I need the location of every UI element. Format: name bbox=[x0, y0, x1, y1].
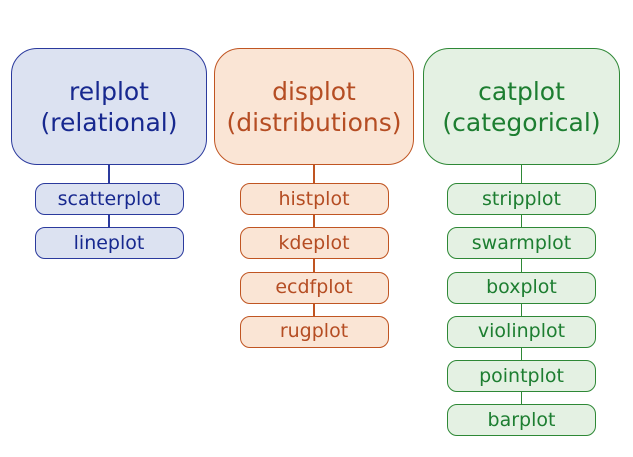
connector-line bbox=[108, 215, 110, 228]
item-label: swarmplot bbox=[471, 231, 572, 254]
item-ecdfplot: ecdfplot bbox=[239, 271, 389, 304]
header-relplot: relplot (relational) bbox=[11, 48, 207, 165]
item-kdeplot: kdeplot bbox=[239, 227, 389, 260]
header-displot-line2: (distributions) bbox=[226, 107, 402, 137]
connector-line bbox=[520, 165, 523, 183]
connector-line bbox=[108, 165, 110, 183]
item-barplot: barplot bbox=[447, 404, 596, 437]
item-label: barplot bbox=[487, 408, 556, 431]
connector-line bbox=[520, 392, 523, 405]
item-swarmplot: swarmplot bbox=[447, 227, 596, 260]
header-displot-line1: displot bbox=[272, 76, 356, 106]
column-distributions: displot (distributions) histplot kdeplot… bbox=[214, 48, 414, 348]
item-label: boxplot bbox=[486, 276, 557, 299]
header-catplot-line1: catplot bbox=[478, 76, 565, 106]
header-catplot-line2: (categorical) bbox=[442, 107, 601, 137]
header-catplot: catplot (categorical) bbox=[423, 48, 620, 165]
item-scatterplot: scatterplot bbox=[34, 183, 184, 215]
item-label: pointplot bbox=[479, 364, 564, 387]
item-lineplot: lineplot bbox=[34, 227, 184, 260]
item-label: violinplot bbox=[477, 320, 566, 343]
item-stripplot: stripplot bbox=[447, 183, 596, 215]
item-label: kdeplot bbox=[278, 231, 350, 254]
item-pointplot: pointplot bbox=[447, 360, 596, 393]
header-relplot-line2: (relational) bbox=[40, 107, 178, 137]
item-histplot: histplot bbox=[239, 183, 389, 215]
connector-line bbox=[313, 215, 315, 228]
item-label: ecdfplot bbox=[275, 276, 353, 299]
column-relational: relplot (relational) scatterplot lineplo… bbox=[11, 48, 207, 260]
item-rugplot: rugplot bbox=[239, 315, 389, 348]
connector-line bbox=[313, 259, 315, 272]
item-label: rugplot bbox=[279, 320, 349, 343]
connector-line bbox=[520, 303, 523, 316]
item-label: scatterplot bbox=[57, 187, 161, 210]
connector-line bbox=[520, 347, 523, 361]
connector-line bbox=[313, 165, 315, 183]
column-categorical: catplot (categorical) stripplot swarmplo… bbox=[423, 48, 620, 437]
item-label: stripplot bbox=[482, 187, 561, 210]
item-boxplot: boxplot bbox=[447, 271, 596, 304]
header-relplot-line1: relplot bbox=[69, 76, 149, 106]
item-label: histplot bbox=[278, 187, 350, 210]
header-displot: displot (distributions) bbox=[214, 48, 414, 165]
connector-line bbox=[520, 259, 523, 272]
item-violinplot: violinplot bbox=[447, 315, 596, 348]
item-label: lineplot bbox=[73, 231, 145, 254]
connector-line bbox=[520, 215, 523, 228]
connector-line bbox=[313, 303, 315, 316]
